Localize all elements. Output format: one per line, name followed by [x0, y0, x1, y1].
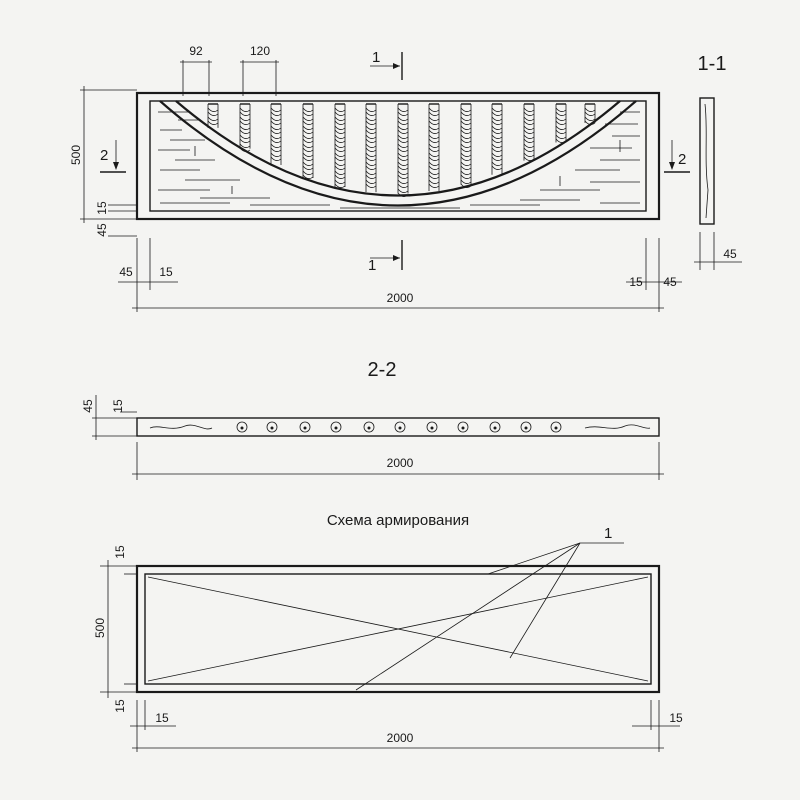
cut-label-2-right: 2	[678, 151, 686, 168]
rod-core	[240, 426, 244, 430]
dim-45-bl: 45	[119, 265, 133, 279]
dim-height-top-view: 500 15 45	[69, 86, 137, 237]
callout-1-label: 1	[604, 525, 612, 542]
cut-marker-1-bottom: 1	[368, 240, 403, 274]
dim-baluster-spacing: 92	[189, 44, 203, 58]
rod-core	[430, 426, 434, 430]
section-1-1-title: 1-1	[698, 53, 727, 75]
reinforcement-title: Схема армирования	[327, 512, 469, 529]
dim-2000-top: 2000	[387, 291, 414, 305]
dim-45-left-top: 45	[95, 223, 109, 237]
dim-15-reinf-top: 15	[113, 545, 127, 559]
panel-outer-frame	[135, 91, 661, 221]
rod-core	[398, 426, 402, 430]
rod-core	[493, 426, 497, 430]
baluster	[555, 103, 567, 143]
cut-label-2-left: 2	[100, 147, 108, 164]
arch-outer-line	[159, 100, 637, 207]
dim-length-top-view: 45 15 15 45 2000	[118, 238, 682, 312]
dim-45-br: 45	[663, 275, 677, 289]
baluster	[523, 103, 535, 161]
dim-15-section22: 15	[111, 399, 125, 413]
dim-15-left-top: 15	[95, 201, 109, 215]
baluster	[207, 103, 219, 128]
rod-core	[524, 426, 528, 430]
rod-cross-section	[266, 421, 278, 433]
cut-label-1-bottom: 1	[368, 257, 376, 274]
panel-front-view	[135, 91, 661, 221]
dim-baluster-pitch: 120	[250, 44, 270, 58]
rod-cross-section	[426, 421, 438, 433]
dim-500-top: 500	[69, 145, 83, 165]
cut-marker-2-right: 2	[664, 140, 690, 173]
cut-marker-1-top: 1	[370, 49, 403, 80]
section-1-1-profile	[699, 97, 715, 225]
dim-15-reinf-left: 15	[155, 711, 169, 725]
cut-label-1-top: 1	[372, 49, 380, 66]
rod-core	[303, 426, 307, 430]
baluster	[365, 103, 377, 193]
balusters-group	[207, 103, 596, 197]
rod-core	[461, 426, 465, 430]
reinforcement-scheme: Схема армирования 1 500 15 15 15 15 2000	[93, 512, 683, 752]
baluster	[428, 103, 440, 192]
section-1-1: 1-1 45	[694, 53, 742, 270]
rod-cross-section	[363, 421, 375, 433]
dim-15-br: 15	[629, 275, 643, 289]
rebar-diagonal-2	[147, 576, 649, 682]
baluster	[460, 103, 472, 188]
arch-inner-line	[175, 100, 621, 197]
panel-inner-frame	[149, 100, 647, 212]
dim-15-bl: 15	[159, 265, 173, 279]
dim-2000-section22: 2000	[387, 456, 414, 470]
baluster	[584, 103, 596, 125]
rod-cross-section	[330, 421, 342, 433]
baluster	[491, 103, 503, 175]
dim-2000-reinforcement: 2000	[387, 731, 414, 745]
reinforcement-outer-frame	[135, 564, 661, 694]
section-2-2-rods	[236, 421, 562, 433]
baluster	[270, 103, 282, 165]
rod-cross-section	[299, 421, 311, 433]
rod-cross-section	[520, 421, 532, 433]
dim-45-section: 45	[723, 247, 737, 261]
rod-core	[554, 426, 558, 430]
rod-cross-section	[489, 421, 501, 433]
rod-cross-section	[394, 421, 406, 433]
rod-core	[334, 426, 338, 430]
baluster	[239, 103, 251, 152]
reinforcement-inner-frame	[144, 573, 652, 685]
baluster	[397, 103, 409, 197]
stone-texture	[158, 111, 640, 209]
top-dimensions: 92 120	[180, 44, 279, 96]
rod-core	[270, 426, 274, 430]
rod-cross-section	[550, 421, 562, 433]
cut-marker-2-left: 2	[100, 140, 126, 173]
section-2-2-title: 2-2	[368, 359, 397, 381]
rod-core	[367, 426, 371, 430]
section-2-2-profile	[136, 417, 660, 437]
rod-cross-section	[457, 421, 469, 433]
dim-15-reinf-right: 15	[669, 711, 683, 725]
section-2-2: 2-2 45 15 2000	[81, 359, 664, 480]
baluster	[334, 103, 346, 188]
dim-45-section22: 45	[81, 399, 95, 413]
rod-cross-section	[236, 421, 248, 433]
dim-500-reinforcement: 500	[93, 618, 107, 638]
baluster	[302, 103, 314, 179]
dim-15-reinf-bottom: 15	[113, 699, 127, 713]
